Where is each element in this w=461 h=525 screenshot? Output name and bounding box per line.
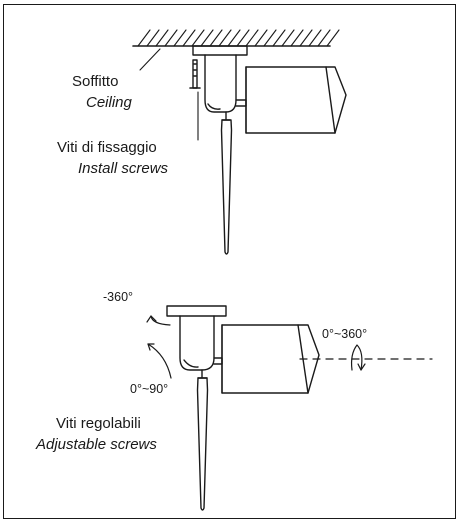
hatch-line [299, 29, 313, 47]
hatch-line [137, 29, 151, 47]
diagram-frame [3, 4, 456, 519]
top-camera [139, 45, 347, 255]
hatch-line [173, 29, 187, 47]
rotation-arrow-base [146, 315, 171, 326]
hatch-line [308, 29, 322, 47]
hatch-line [227, 29, 241, 47]
rotation-arrow-tilt [147, 343, 172, 379]
install-screw [189, 59, 201, 89]
install-screws-label-en: Install screws [78, 160, 169, 177]
hatch-line [236, 29, 250, 47]
hatch-line [218, 29, 232, 47]
hatch-line [155, 29, 169, 47]
hatch-line [317, 29, 331, 47]
hatch-line [263, 29, 277, 47]
hatch-line [209, 29, 223, 47]
hatch-line [164, 29, 178, 47]
adjustable-screws-label-en: Adjustable screws [36, 436, 157, 453]
adjustable-screws-label-it: Viti regolabili [56, 415, 141, 432]
hatch-line [290, 29, 304, 47]
rotation-axis-label: 0°~360° [322, 327, 368, 341]
ceiling-label-en: Ceiling [86, 94, 132, 111]
bottom-camera [146, 305, 433, 511]
hatch-line [245, 29, 259, 47]
hatch-line [182, 29, 196, 47]
rotation-tilt-label: 0°~90° [130, 382, 169, 396]
hatch-line [254, 29, 268, 47]
install-screws-label-it: Viti di fissaggio [57, 139, 157, 156]
hatch-line [281, 29, 295, 47]
hatch-line [272, 29, 286, 47]
ceiling-label-it: Soffitto [72, 73, 119, 90]
hatch-line [191, 29, 205, 47]
ceiling-hatch [132, 29, 340, 47]
hatch-line [146, 29, 160, 47]
rotation-arrow-axis [350, 344, 366, 371]
rotation-base-label: -360° [103, 290, 134, 304]
hatch-line [326, 29, 340, 47]
hatch-line [200, 29, 214, 47]
